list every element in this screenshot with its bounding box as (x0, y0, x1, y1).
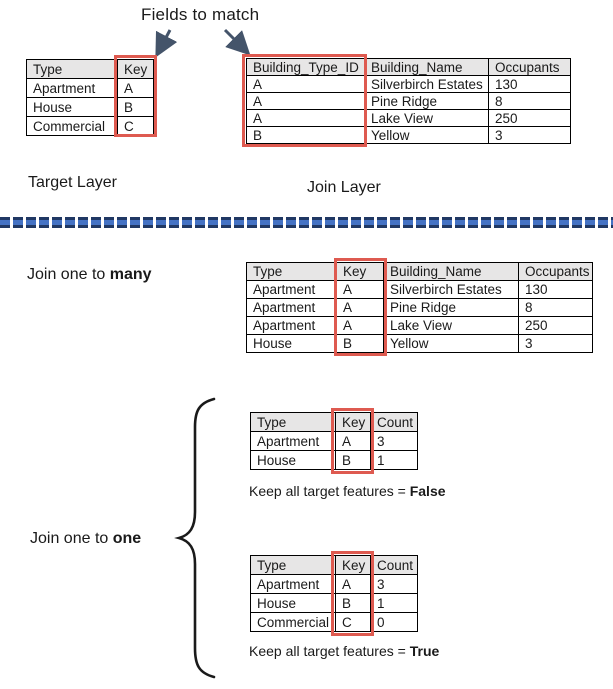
target-layer-label: Target Layer (28, 174, 117, 191)
join-one-to-one-label: Join one to one (30, 530, 141, 548)
header-cell: Type (250, 412, 336, 432)
key-field-highlight-one-to-one-false (331, 408, 374, 474)
table-cell: Commercial (26, 116, 118, 136)
table-cell: C (335, 612, 371, 632)
table-cell: 1 (370, 593, 418, 613)
table-cell: Silverbirch Estates (383, 280, 519, 299)
curly-brace-icon (174, 397, 216, 679)
table-cell: Apartment (26, 78, 118, 98)
header-cell: Key (117, 59, 154, 79)
key-field-highlight-one-to-many (334, 258, 387, 356)
table-cell: Yellow (364, 126, 489, 144)
table-cell: Commercial (250, 612, 336, 632)
header-cell: Type (26, 59, 118, 79)
key-field-highlight-one-to-one-true (331, 551, 374, 636)
header-cell: Building_Name (364, 58, 489, 76)
table-cell: Apartment (246, 298, 337, 317)
table-cell: House (246, 334, 337, 353)
table-cell: 3 (370, 431, 418, 451)
table-cell: 0 (370, 612, 418, 632)
table-cell: 3 (370, 574, 418, 594)
arrow-left-icon (155, 29, 178, 58)
join-one-to-one-label-prefix: Join one to (30, 530, 113, 547)
table-cell: 8 (518, 298, 593, 317)
table-cell: Apartment (250, 431, 336, 451)
table-cell: 130 (488, 75, 571, 93)
table-cell: House (250, 450, 336, 470)
table-cell: 3 (488, 126, 571, 144)
keep-false-caption-prefix: Keep all target features = (249, 483, 410, 499)
header-cell: Count (370, 412, 418, 432)
arrow-right-icon (223, 28, 251, 56)
table-cell: Pine Ridge (364, 92, 489, 110)
table-cell: Yellow (383, 334, 519, 353)
table-cell: Silverbirch Estates (364, 75, 489, 93)
table-cell: 8 (488, 92, 571, 110)
table-cell: Apartment (246, 280, 337, 299)
table-cell: Apartment (250, 574, 336, 594)
join-one-to-many-label-prefix: Join one to (27, 266, 110, 283)
table-cell: 3 (518, 334, 593, 353)
table-cell: Pine Ridge (383, 298, 519, 317)
header-cell: Occupants (518, 262, 593, 281)
join-layer-label: Join Layer (307, 179, 381, 196)
join-one-to-one-label-bold: one (112, 530, 142, 547)
header-cell: Occupants (488, 58, 571, 76)
join-one-to-many-label: Join one to many (27, 266, 152, 284)
section-divider (0, 217, 613, 228)
fields-to-match-arrows (155, 28, 251, 58)
join-one-to-many-label-bold: many (109, 266, 152, 283)
key-field-highlight-join (242, 54, 367, 147)
keep-true-caption: Keep all target features = True (249, 643, 439, 659)
keep-false-caption: Keep all target features = False (249, 483, 446, 499)
header-cell: Building_Name (383, 262, 519, 281)
table-cell: House (26, 97, 118, 117)
header-cell: Type (250, 555, 336, 575)
header-cell: Type (246, 262, 337, 281)
table-cell: 250 (518, 316, 593, 335)
table-cell: Lake View (364, 109, 489, 127)
table-cell: 250 (488, 109, 571, 127)
fields-to-match-title: Fields to match (141, 5, 260, 24)
table-cell: 130 (518, 280, 593, 299)
keep-false-caption-bold: False (409, 483, 446, 499)
header-cell: Count (370, 555, 418, 575)
key-field-highlight-target (114, 55, 157, 137)
keep-true-caption-prefix: Keep all target features = (249, 643, 410, 659)
keep-true-caption-bold: True (409, 643, 440, 659)
table-cell: House (250, 593, 336, 613)
table-cell: 1 (370, 450, 418, 470)
table-cell: Apartment (246, 316, 337, 335)
table-cell: Lake View (383, 316, 519, 335)
